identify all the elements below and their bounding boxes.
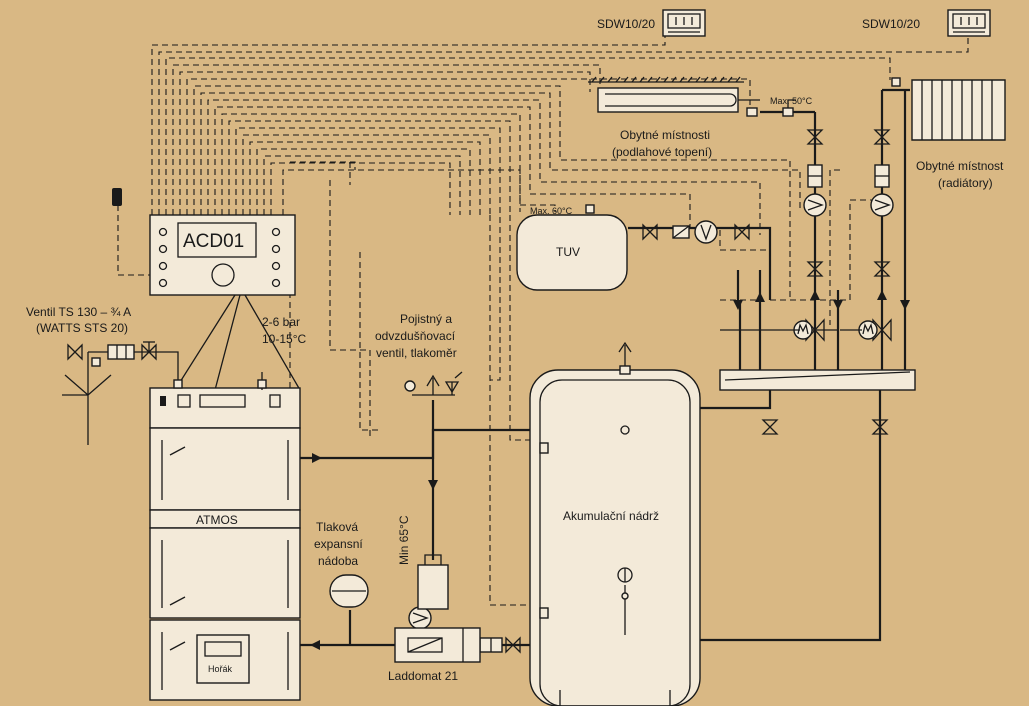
expansion-label-1: Tlaková — [316, 520, 358, 534]
pressure-label-2: 10-15°C — [262, 332, 306, 346]
safety-label-1: Pojistný a — [400, 312, 452, 326]
tank-label: Akumulační nádrž — [563, 509, 659, 523]
mixing-valve-icon — [793, 318, 892, 342]
outdoor-sensor-icon — [112, 188, 122, 206]
pressure-gauge-icon — [404, 380, 416, 392]
pressure-label-1: 2-6 bar — [262, 315, 300, 329]
expansion-label-3: nádoba — [318, 554, 358, 568]
ventil-label-2: (WATTS STS 20) — [36, 321, 128, 335]
safety-label-3: ventil, tlakoměr — [376, 346, 457, 360]
burner-label: Hořák — [208, 664, 233, 674]
expansion-label-2: expansní — [314, 537, 363, 551]
sdw-right-label: SDW10/20 — [862, 17, 920, 31]
tuv-tank — [516, 204, 628, 291]
radiator-rooms-label-2: (radiátory) — [938, 176, 993, 190]
max60-label: Max. 60°C — [530, 206, 573, 216]
safety-valve-group — [404, 371, 463, 396]
controller-label: ACD01 — [183, 231, 244, 252]
laddomat-21 — [394, 554, 481, 663]
boiler — [149, 387, 301, 701]
floor-rooms-label-1: Obytné místnosti — [620, 128, 710, 142]
tuv-label: TUV — [556, 245, 580, 259]
min65-label: Min 65°C — [397, 515, 411, 565]
radiator-rooms-label-1: Obytné místnost — [916, 159, 1004, 173]
safety-label-2: odvzdušňovací — [375, 329, 456, 343]
sdw-thermostat-left — [662, 9, 706, 37]
floor-heating-panel — [588, 76, 796, 117]
diagram-labels: SDW10/20 SDW10/20 ACD01 Obytné místnosti… — [26, 17, 1004, 683]
controller-acd01 — [149, 214, 296, 296]
pump-icon — [408, 193, 894, 630]
sdw-thermostat-right — [947, 9, 991, 37]
boiler-brand-label: ATMOS — [196, 513, 238, 527]
ventil-label-1: Ventil TS 130 – ¾ A — [26, 305, 131, 319]
laddomat-label: Laddomat 21 — [388, 669, 458, 683]
flow-arrows — [310, 290, 910, 650]
expansion-vessel — [329, 574, 369, 608]
sdw-left-label: SDW10/20 — [597, 17, 655, 31]
floor-rooms-label-2: (podlahové topení) — [612, 145, 712, 159]
thermal-valve-assembly — [62, 341, 267, 445]
safety-valve-icon — [444, 381, 460, 394]
accumulation-tank — [529, 341, 701, 706]
radiator — [891, 77, 1006, 141]
controller-links — [174, 294, 301, 391]
manifold — [719, 369, 916, 391]
max50-label: Max. 50°C — [770, 96, 813, 106]
